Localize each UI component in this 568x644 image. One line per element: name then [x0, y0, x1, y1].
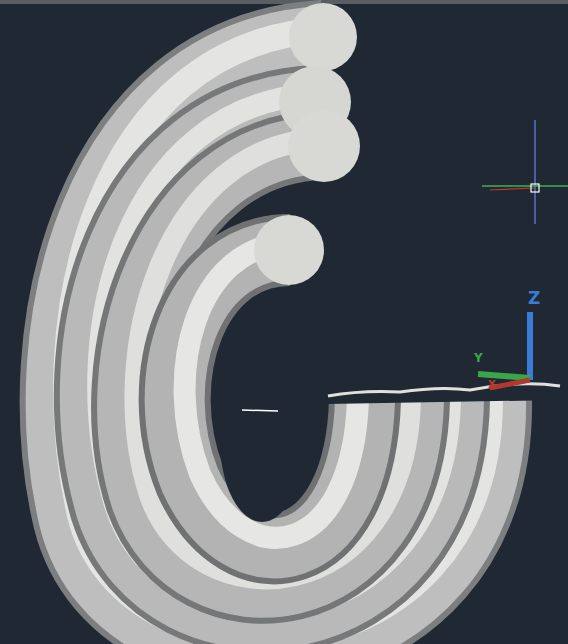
- axis-label: X: [488, 380, 496, 390]
- axis-label: Z: [528, 290, 540, 307]
- axis-label: Y: [474, 352, 483, 364]
